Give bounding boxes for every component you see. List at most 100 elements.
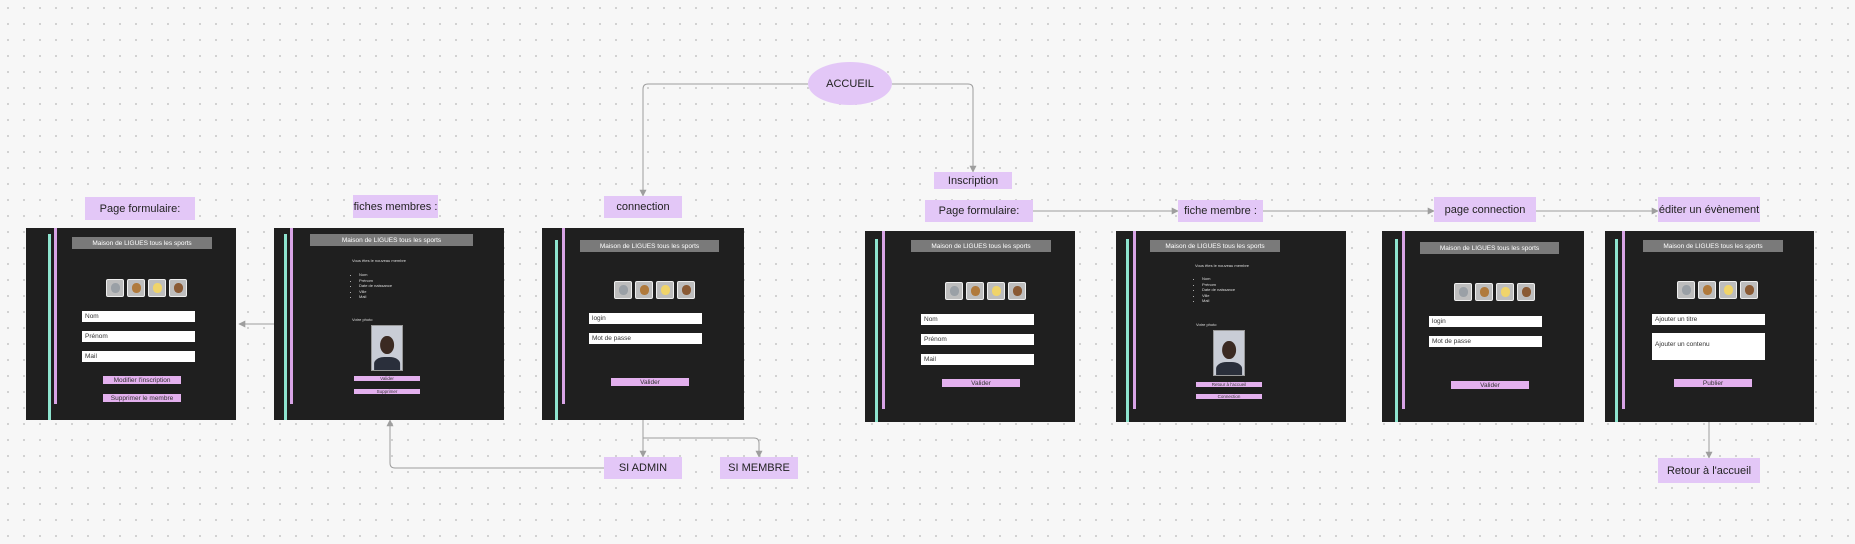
club-crest-icon <box>1677 281 1695 299</box>
ajouter-contenu-field[interactable]: Ajouter un contenu <box>1652 333 1765 360</box>
lion-crest-icon <box>635 281 653 299</box>
lion-crest-icon <box>966 282 984 300</box>
connection-button[interactable]: Connection <box>1196 394 1262 399</box>
site-title-bar: Maison de LIGUES tous les sports <box>580 240 719 252</box>
nom-field[interactable]: Nom <box>921 314 1034 325</box>
mail-field[interactable]: Mail <box>82 351 195 362</box>
fiche-item: Date de naissance <box>359 283 392 289</box>
logo-row <box>1454 283 1535 301</box>
retour-accueil-button[interactable]: Retour à l'accueil <box>1196 382 1262 387</box>
club-crest-icon <box>106 279 124 297</box>
yellow-crest-icon <box>1496 283 1514 301</box>
node-right-fiche-membre[interactable]: fiche membre : <box>1178 200 1263 222</box>
node-si-admin[interactable]: SI ADMIN <box>604 457 682 479</box>
screen-editer-evenement: Maison de LIGUES tous les sports Ajouter… <box>1605 231 1814 422</box>
member-photo <box>371 325 403 371</box>
logo-row <box>945 282 1026 300</box>
arrow-accueil-connection <box>639 83 808 197</box>
brown-crest-icon <box>1740 281 1758 299</box>
screen-fiche-membre: Maison de LIGUES tous les sports Vous êt… <box>1116 231 1346 422</box>
site-title-bar: Maison de LIGUES tous les sports <box>1150 240 1280 252</box>
screen-connection: Maison de LIGUES tous les sports login M… <box>542 228 744 420</box>
lion-crest-icon <box>127 279 145 297</box>
fiche-details-list: Nom Prénom Date de naissance Ville Mail <box>1195 276 1235 304</box>
supprimer-membre-button[interactable]: Supprimer le membre <box>103 394 181 402</box>
fiche-item: Mail <box>1202 298 1235 304</box>
screen-right-page-formulaire: Maison de LIGUES tous les sports Nom Pré… <box>865 231 1075 422</box>
lion-crest-icon <box>1475 283 1493 301</box>
prenom-field[interactable]: Prénom <box>82 331 195 342</box>
ajouter-titre-field[interactable]: Ajouter un titre <box>1652 314 1765 325</box>
mot-de-passe-field[interactable]: Mot de passe <box>589 333 702 344</box>
node-right-page-connection[interactable]: page connection <box>1434 197 1536 222</box>
yellow-crest-icon <box>1719 281 1737 299</box>
arrow-accueil-inscription <box>892 83 977 173</box>
yellow-crest-icon <box>656 281 674 299</box>
brown-crest-icon <box>1517 283 1535 301</box>
mot-de-passe-field[interactable]: Mot de passe <box>1429 336 1542 347</box>
node-left-page-formulaire[interactable]: Page formulaire: <box>85 197 195 220</box>
accent-bar-green <box>284 234 287 420</box>
logo-row <box>614 281 695 299</box>
site-title-bar: Maison de LIGUES tous les sports <box>911 240 1051 252</box>
accent-bar-green <box>1395 239 1398 422</box>
accent-bar-green <box>48 234 51 420</box>
fiche-valider-button[interactable]: Valider <box>354 376 420 381</box>
screen-page-connection: Maison de LIGUES tous les sports login M… <box>1382 231 1584 422</box>
prenom-field[interactable]: Prénom <box>921 334 1034 345</box>
logo-row <box>1677 281 1758 299</box>
node-right-page-formulaire[interactable]: Page formulaire: <box>925 200 1033 222</box>
yellow-crest-icon <box>987 282 1005 300</box>
accent-bar-purple <box>562 228 565 404</box>
valider-button[interactable]: Valider <box>1451 381 1529 389</box>
login-field[interactable]: login <box>589 313 702 324</box>
brown-crest-icon <box>169 279 187 297</box>
site-title-bar: Maison de LIGUES tous les sports <box>1420 242 1559 254</box>
login-field[interactable]: login <box>1429 316 1542 327</box>
publier-button[interactable]: Publier <box>1674 379 1752 387</box>
yellow-crest-icon <box>148 279 166 297</box>
fiche-intro-text: Vous êtes le nouveau membre <box>352 258 407 263</box>
modifier-inscription-button[interactable]: Modifier l'inscription <box>103 376 181 384</box>
arrow-connection-simembre <box>643 437 763 458</box>
brown-crest-icon <box>1008 282 1026 300</box>
nom-field[interactable]: Nom <box>82 311 195 322</box>
fiche-item: Ville <box>1202 293 1235 299</box>
accent-bar-purple <box>1622 231 1625 409</box>
fiche-supprimer-button[interactable]: Supprimer <box>354 389 420 394</box>
fiche-item: Nom <box>359 272 392 278</box>
node-retour-accueil[interactable]: Retour à l'accueil <box>1658 458 1760 483</box>
screen-left-page-formulaire: Maison de LIGUES tous les sports Nom Pré… <box>26 228 236 420</box>
fiche-item: Prénom <box>359 278 392 284</box>
fiche-item: Ville <box>359 289 392 295</box>
node-inscription[interactable]: Inscription <box>934 172 1012 189</box>
accent-bar-green <box>1126 239 1129 422</box>
fiche-item: Mail <box>359 294 392 300</box>
arrow-siadmin-fiches <box>386 419 604 469</box>
brown-crest-icon <box>677 281 695 299</box>
site-title-bar: Maison de LIGUES tous les sports <box>1643 240 1783 252</box>
club-crest-icon <box>614 281 632 299</box>
site-title-bar: Maison de LIGUES tous les sports <box>72 237 212 249</box>
mail-field[interactable]: Mail <box>921 354 1034 365</box>
site-title-bar: Maison de LIGUES tous les sports <box>310 234 473 246</box>
node-accueil[interactable]: ACCUEIL <box>808 62 892 105</box>
accent-bar-purple <box>1402 231 1405 409</box>
club-crest-icon <box>945 282 963 300</box>
accent-bar-purple <box>54 228 57 404</box>
node-left-connection[interactable]: connection <box>604 196 682 218</box>
node-si-membre[interactable]: SI MEMBRE <box>720 457 798 479</box>
fiche-item: Nom <box>1202 276 1235 282</box>
node-left-fiches-membres[interactable]: fiches membres : <box>353 195 438 218</box>
valider-button[interactable]: Valider <box>611 378 689 386</box>
photo-label: Votre photo <box>352 317 373 322</box>
accent-bar-purple <box>1133 231 1136 409</box>
accent-bar-green <box>1615 239 1618 422</box>
accent-bar-green <box>875 239 878 422</box>
photo-label: Votre photo <box>1196 322 1217 327</box>
fiche-item: Date de naissance <box>1202 287 1235 293</box>
node-right-editer-evenement[interactable]: éditer un évènement <box>1658 197 1760 222</box>
accent-bar-green <box>555 240 558 420</box>
valider-button[interactable]: Valider <box>942 379 1020 387</box>
